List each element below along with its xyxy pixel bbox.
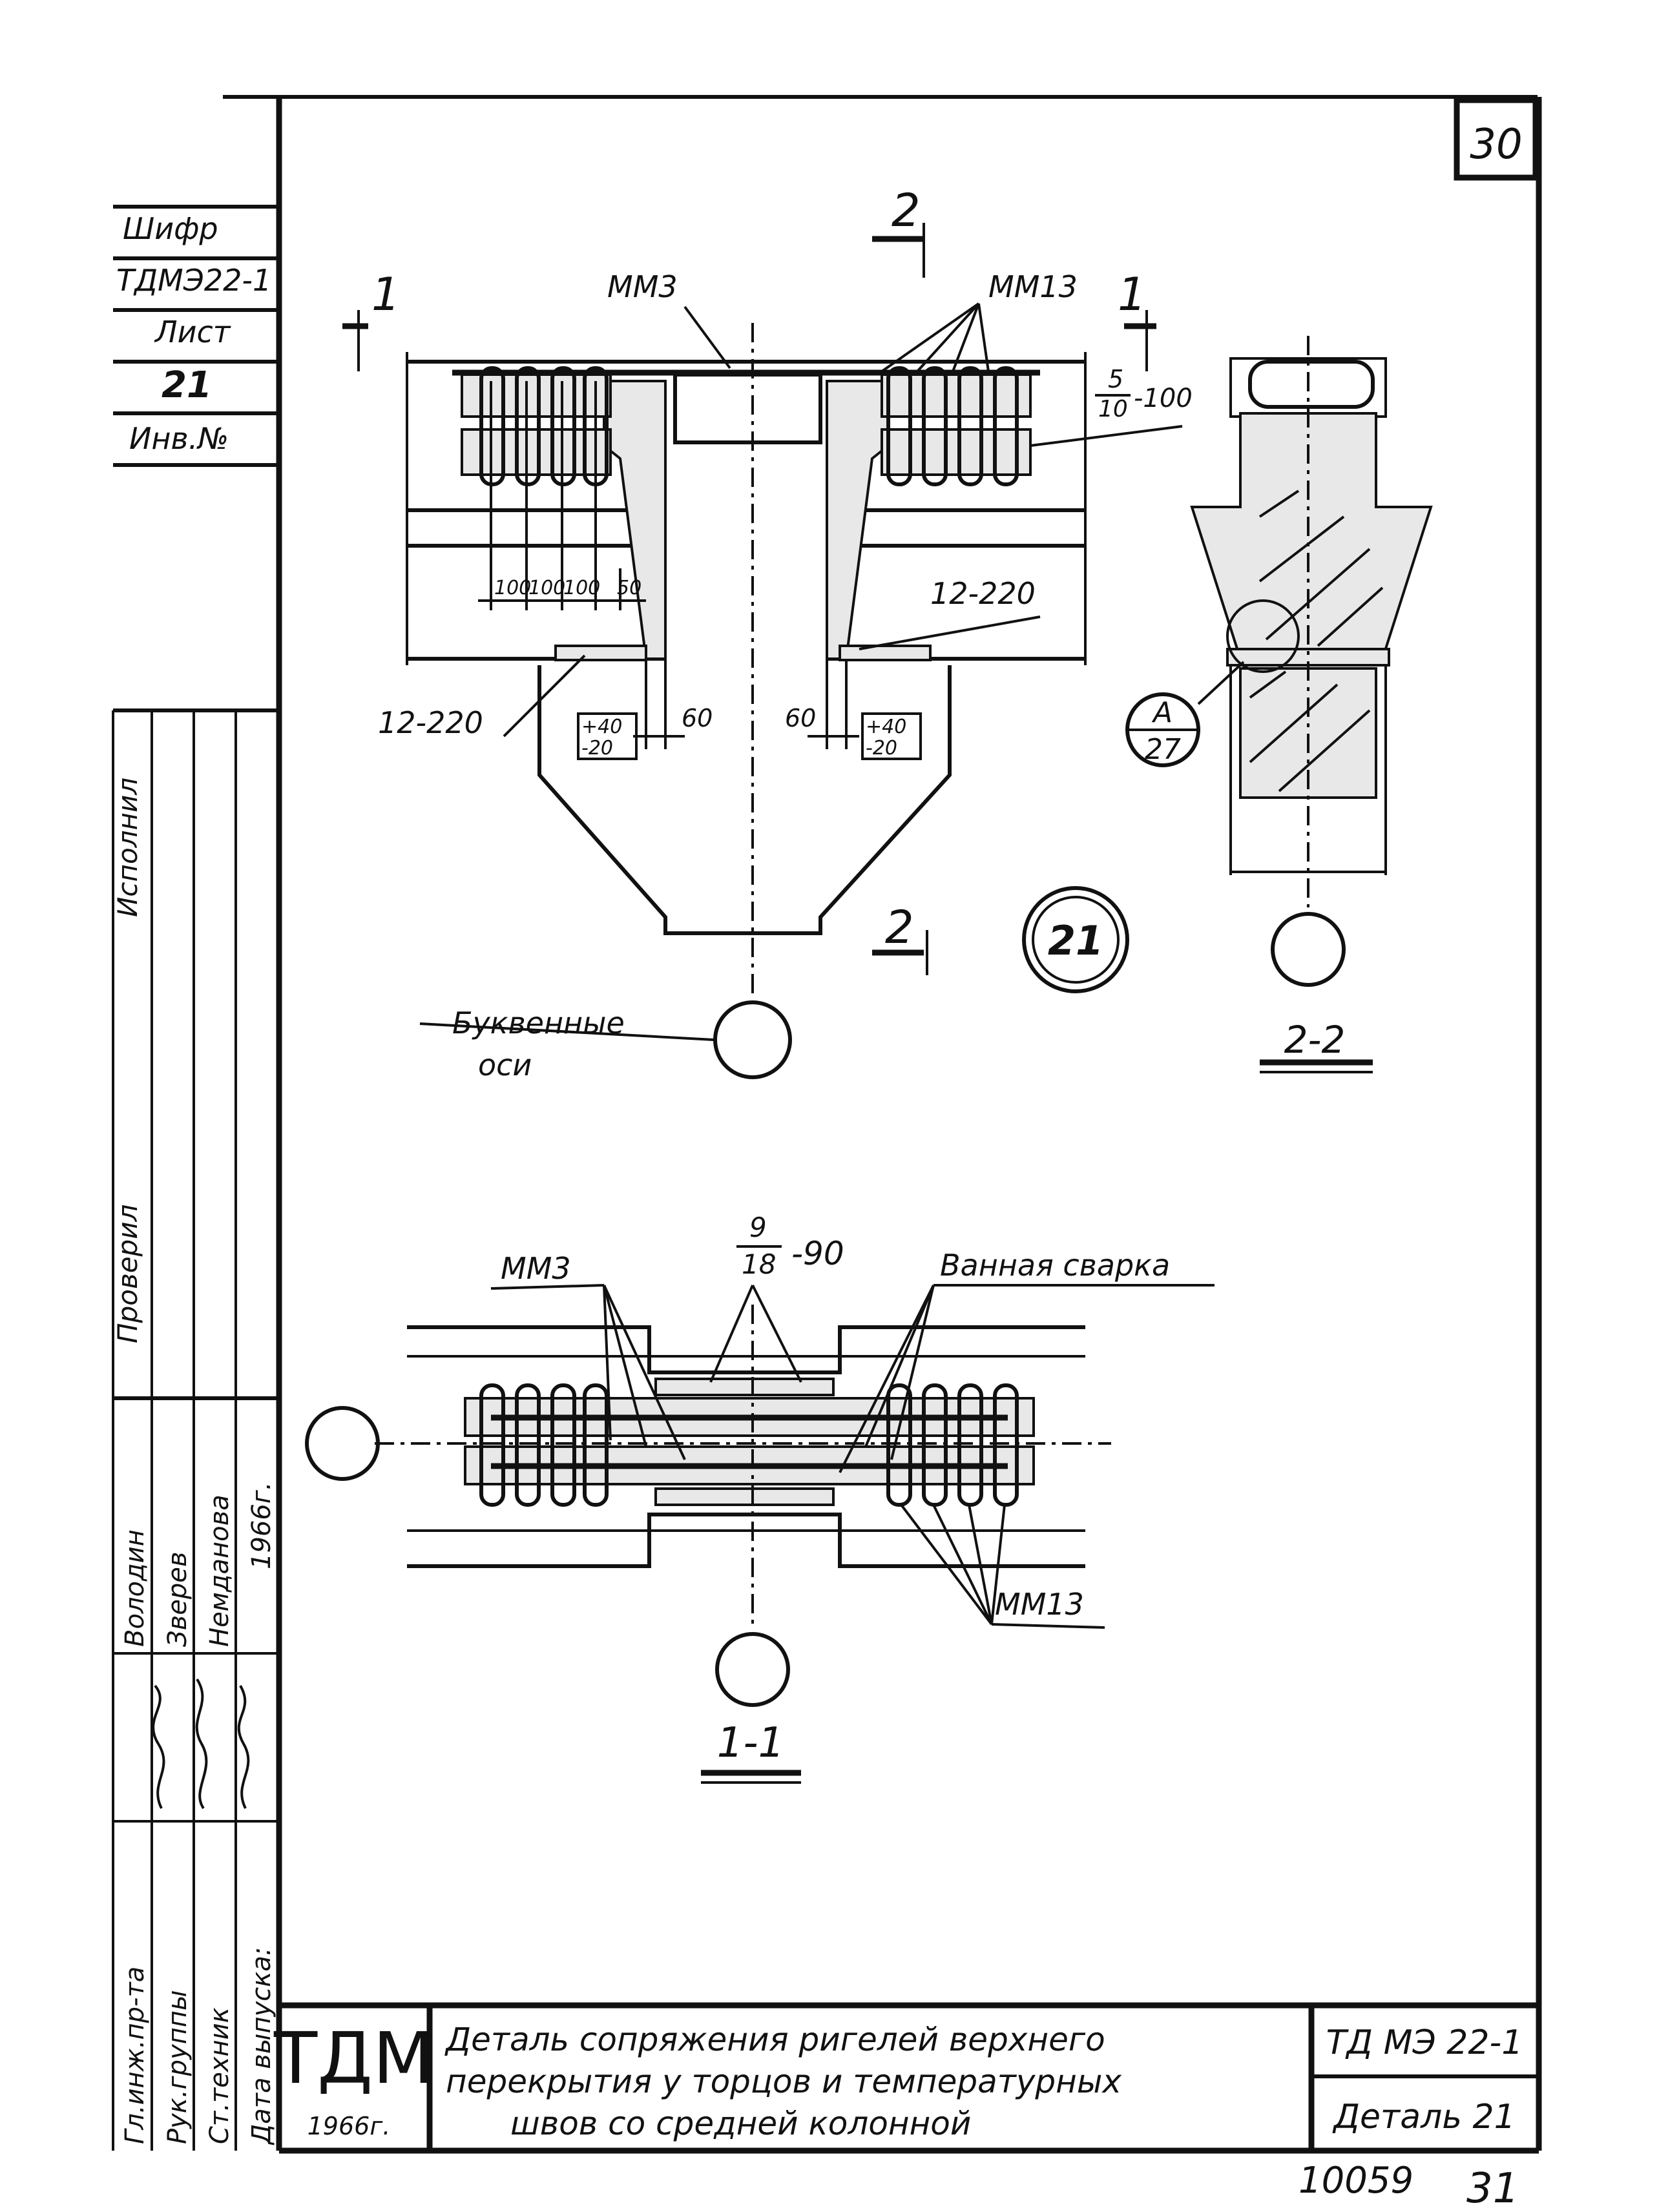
sheet-value: 21 — [162, 364, 212, 406]
role-chief-engineer: Гл.инж.пр-та — [120, 1967, 150, 2144]
plan-gap-left: 60 — [682, 704, 713, 732]
plan-cut-1-right: 1 — [1118, 268, 1147, 321]
title-line-3: швов со средней колонной — [510, 2105, 971, 2142]
s11-label-mm3: ММ3 — [501, 1251, 571, 1286]
role-group-head: Рук.группы — [163, 1990, 193, 2144]
s11-stirrups-den: 18 — [742, 1248, 776, 1280]
plan-tol-left-plus: +40 — [581, 716, 622, 738]
callout-top: А — [1151, 696, 1173, 729]
plan-view — [342, 223, 1183, 1079]
title-year: 1966г. — [308, 2112, 391, 2140]
plan-spacing-1: 100 — [494, 577, 531, 599]
plan-spacing-2: 100 — [528, 577, 565, 599]
plan-tol-left-minus: -20 — [581, 737, 613, 760]
plan-label-mm3: ММ3 — [607, 269, 678, 304]
title-line-1: Деталь сопряжения ригелей верхнего — [444, 2021, 1105, 2058]
signatures — [152, 1678, 250, 1810]
sheet-frame — [223, 95, 1542, 2154]
section-2-2-label: 2-2 — [1284, 1018, 1346, 1062]
plan-cut-1-left: 1 — [371, 268, 401, 321]
plan-label-mm13: ММ13 — [988, 269, 1078, 304]
plan-stirrups-num: 5 — [1108, 365, 1123, 393]
section-1-1-label: 1-1 — [717, 1719, 785, 1767]
section-1-1 — [305, 1284, 1215, 1784]
plan-cut-2-bottom: 2 — [885, 901, 914, 954]
title-code: ТД МЭ 22-1 — [1326, 2023, 1523, 2062]
logo-tdm: ТДМ — [273, 2017, 434, 2100]
inv-label: Инв.№ — [129, 421, 229, 456]
plan-plate-right: 12-220 — [930, 576, 1036, 611]
plan-axis-note-2: оси — [478, 1048, 532, 1082]
callout-bottom: 27 — [1145, 733, 1181, 766]
role-senior-technician: Ст.техник — [205, 2007, 235, 2144]
section-2-2 — [1125, 336, 1433, 1073]
name-volodin: Володин — [120, 1529, 150, 1647]
title-block — [279, 2002, 1539, 2151]
code-value: ТДМЭ22-1 — [116, 263, 271, 298]
approval-year: 1966г. — [247, 1482, 276, 1569]
col-checked: Проверил — [112, 1204, 143, 1343]
role-release-date: Дата выпуска: — [247, 1947, 276, 2145]
title-line-2: перекрытия у торцов и температурных — [446, 2063, 1121, 2100]
side-stamp — [113, 205, 279, 467]
col-executed: Исполнил — [112, 778, 143, 917]
inventory-number: 10059 — [1298, 2160, 1413, 2202]
detail-number: 21 — [1048, 917, 1103, 964]
plan-plate-left: 12-220 — [378, 705, 483, 740]
sheet-label: Лист — [154, 315, 231, 349]
sheet-number-bottom: 31 — [1466, 2165, 1519, 2212]
plan-axis-note-1: Буквенные — [452, 1006, 625, 1040]
plan-stirrups-den: 10 — [1098, 396, 1128, 422]
s11-label-weld: Ванная сварка — [940, 1248, 1170, 1283]
plan-gap-right: 60 — [785, 704, 816, 732]
plan-spacing-3: 100 — [563, 577, 600, 599]
title-detail: Деталь 21 — [1332, 2098, 1515, 2136]
plan-tol-right-plus: +40 — [866, 716, 906, 738]
approval-block — [112, 708, 279, 2151]
s11-stirrups-tail: -90 — [791, 1235, 844, 1272]
s11-stirrups-num: 9 — [749, 1212, 767, 1243]
plan-tol-right-minus: -20 — [866, 737, 897, 760]
plan-stirrups-tail: -100 — [1134, 384, 1193, 413]
name-nemdanova: Немданова — [205, 1494, 235, 1647]
page-number: 30 — [1470, 121, 1522, 169]
s11-label-mm13: ММ13 — [995, 1587, 1084, 1622]
plan-cut-2-top: 2 — [892, 184, 921, 237]
plan-spacing-4: 50 — [617, 577, 641, 599]
name-zverev: Зверев — [163, 1552, 193, 1647]
code-label: Шифр — [123, 211, 218, 246]
